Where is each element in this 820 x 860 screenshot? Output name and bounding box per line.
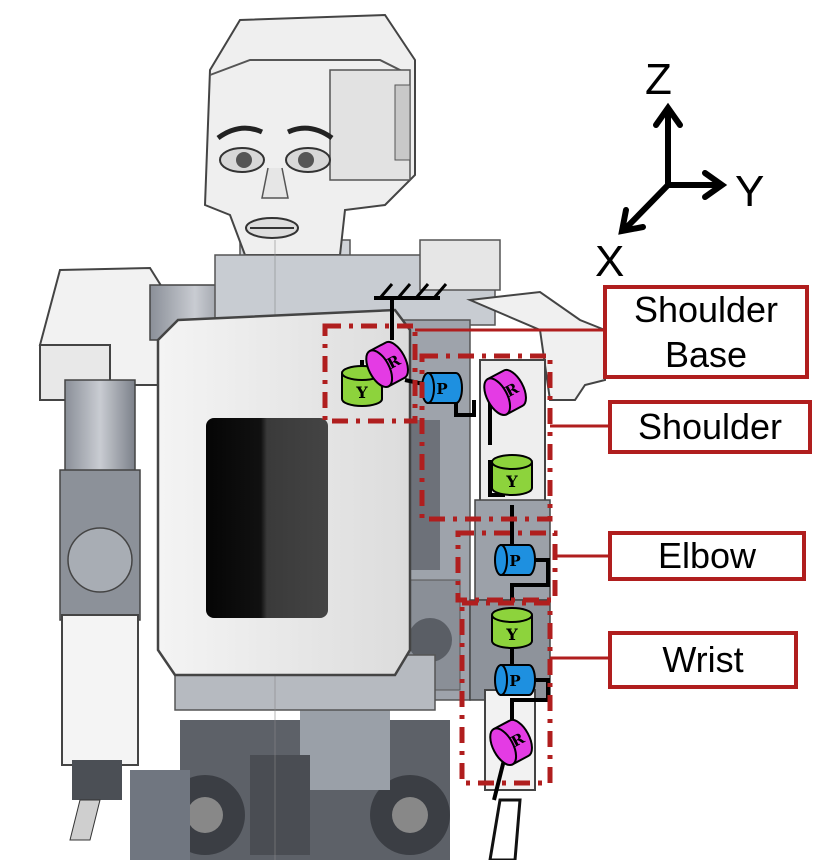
- svg-text:Y: Y: [355, 383, 368, 402]
- wrist-label: Wrist: [608, 631, 798, 689]
- shoulder-yaw-joint: Y: [491, 454, 533, 496]
- wrist-label-text: Wrist: [662, 639, 744, 680]
- leader-lines: [415, 328, 610, 660]
- svg-text:Y: Y: [505, 472, 518, 491]
- wrist-roll-joint: R: [489, 719, 533, 766]
- chest-screen: [206, 418, 328, 618]
- shoulder-base-label-line1: Shoulder: [633, 289, 779, 330]
- svg-text:P: P: [436, 380, 447, 398]
- elbow-label-text: Elbow: [657, 535, 757, 576]
- coordinate-axes: [618, 102, 728, 235]
- shoulder-pitch-joint: P: [421, 372, 463, 404]
- group-boxes: [322, 323, 558, 786]
- shoulder-roll-joint: R: [483, 369, 527, 416]
- x-axis-label: X: [595, 237, 625, 286]
- elbow-group-box: [455, 530, 558, 603]
- shoulder-label-text: Shoulder: [637, 406, 783, 447]
- svg-text:Y: Y: [505, 625, 518, 644]
- shoulder-base-group-box: [322, 323, 418, 424]
- elbow-pitch-joint: P: [494, 544, 536, 576]
- svg-text:P: P: [509, 672, 520, 690]
- shoulder-label: Shoulder: [608, 400, 812, 454]
- z-axis-label: Z: [645, 55, 672, 104]
- shoulder-base-roll-joint: R: [365, 341, 409, 388]
- robot-base: [130, 700, 450, 860]
- wrist-yaw-joint: Y: [491, 607, 533, 649]
- wrist-pitch-joint: P: [494, 664, 536, 696]
- y-axis-label: Y: [735, 167, 765, 216]
- wrist-group-box: [459, 600, 553, 786]
- elbow-label: Elbow: [608, 531, 806, 581]
- svg-text:P: P: [509, 552, 520, 570]
- shoulder-base-label: Shoulder Base: [603, 285, 809, 379]
- robot-left-side-arm: [38, 266, 241, 841]
- x-axis-arrow: [623, 182, 671, 231]
- robot-head: [203, 13, 416, 281]
- shoulder-base-label-line2: Base: [664, 334, 748, 375]
- shoulder-group-box: [419, 353, 553, 522]
